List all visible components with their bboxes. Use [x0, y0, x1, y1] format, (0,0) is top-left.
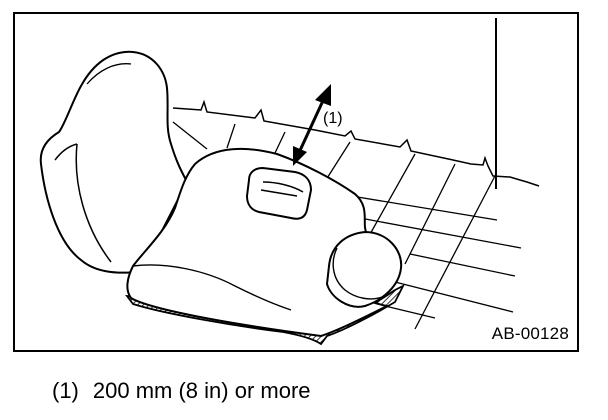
- figure-frame: (1) AB-00128: [13, 12, 579, 352]
- seat-bolster: [325, 230, 403, 308]
- seat-diagram: (1): [39, 18, 540, 346]
- seat-back-panel: [54, 143, 112, 263]
- floor-edge-upper: [172, 99, 540, 187]
- legend-line: (1) 200 mm (8 in) or more: [52, 378, 311, 404]
- seat-back: [39, 50, 189, 274]
- legend-text: 200 mm (8 in) or more: [92, 378, 311, 403]
- legend-number: (1): [52, 378, 79, 403]
- floor-grid: [172, 121, 522, 330]
- dimension-arrow: [293, 84, 331, 166]
- figure-id-label: AB-00128: [489, 324, 571, 344]
- callout-label: (1): [323, 110, 343, 127]
